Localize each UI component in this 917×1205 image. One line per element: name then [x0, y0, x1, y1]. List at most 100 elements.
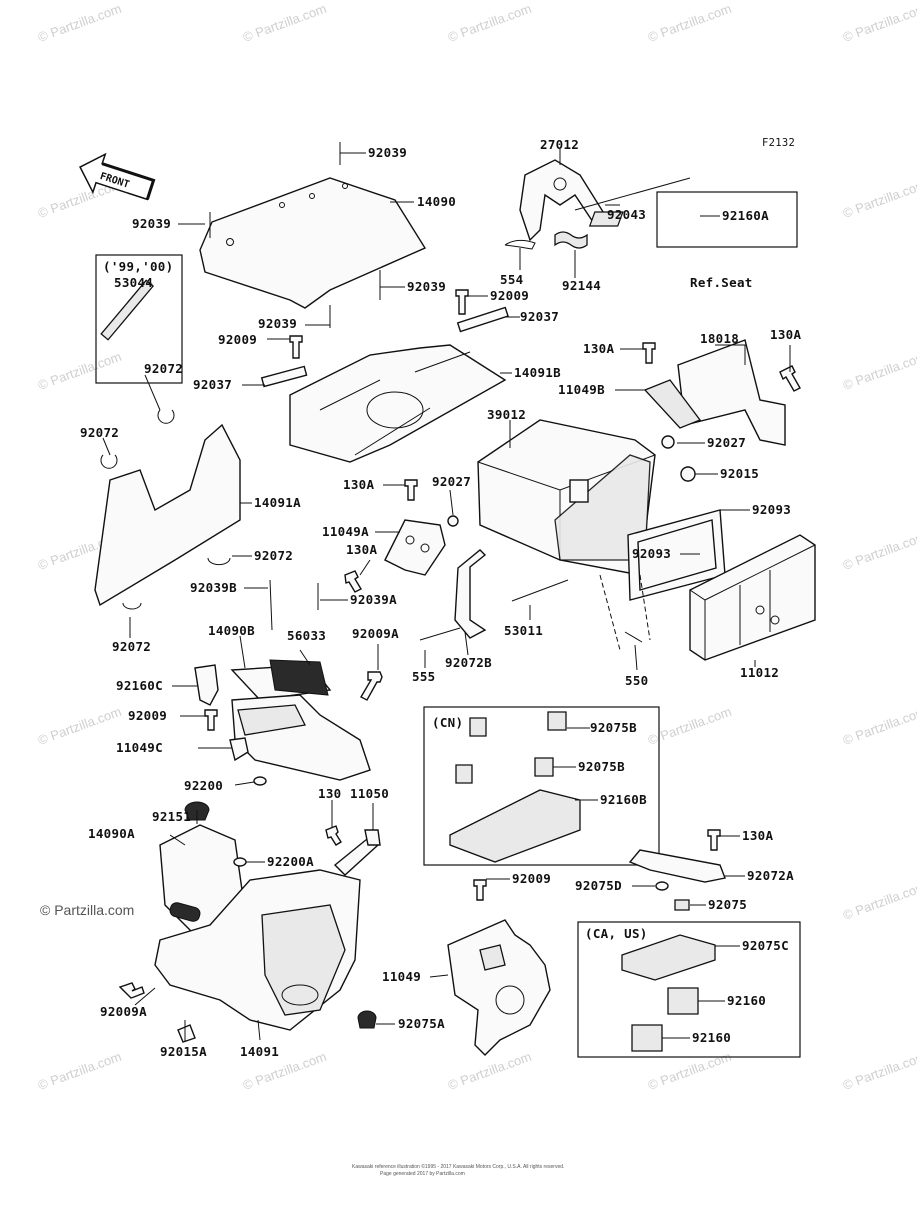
damper-92200A: [233, 857, 247, 867]
parts-drawings: [94, 142, 816, 1058]
block-92160: [667, 987, 699, 1015]
block-92075B: [455, 764, 473, 784]
part-label: 92043: [607, 207, 646, 222]
clip-92072: [157, 409, 175, 424]
front-arrow: FRONT: [79, 152, 156, 201]
grommet-92075A: [357, 1010, 377, 1029]
part-label: 92160: [727, 993, 766, 1008]
watermark: © Partzilla.com: [841, 879, 917, 923]
clip-92072: [207, 557, 231, 566]
rod-53044: [100, 279, 154, 341]
watermark: © Partzilla.com: [841, 704, 917, 748]
copyright-line1: Kawasaki reference illustration ©1995 - …: [352, 1163, 564, 1170]
stay-11049C: [229, 737, 249, 762]
bolt-130A: [779, 365, 801, 392]
bracket-92072B: [454, 549, 487, 639]
part-labels: 92039 14090 92039 53044 92039 92039 9200…: [80, 137, 801, 1059]
part-label: 11050: [350, 786, 389, 801]
block-92075B: [547, 711, 567, 731]
part-label: 14091B: [514, 365, 561, 380]
watermark: © Partzilla.com: [446, 1, 533, 45]
label-56033: [269, 659, 329, 696]
part-label: 92072B: [445, 655, 492, 670]
watermark: © Partzilla.com: [36, 349, 123, 393]
stay-11049B: [643, 379, 702, 429]
part-label: 11049: [382, 969, 421, 984]
part-label: 92009: [490, 288, 529, 303]
part-label: 92039: [258, 316, 297, 331]
watermark: © Partzilla.com: [241, 1, 328, 45]
clip-550: [624, 631, 643, 643]
part-label: 92009A: [100, 1004, 147, 1019]
bolt-92009: [289, 335, 303, 359]
clip-554: [504, 239, 536, 250]
part-label: 14091A: [254, 495, 301, 510]
part-label: 130A: [343, 477, 374, 492]
part-label: 14090B: [208, 623, 255, 638]
part-label: 92200A: [267, 854, 314, 869]
part-label: 53044: [114, 275, 153, 290]
part-label: 92039: [368, 145, 407, 160]
watermark: © Partzilla.com: [36, 1049, 123, 1093]
part-label: 92015: [720, 466, 759, 481]
part-label: 92072: [80, 425, 119, 440]
block-92160: [631, 1024, 663, 1052]
part-label: 130A: [583, 341, 614, 356]
strap-92037: [456, 306, 509, 333]
part-label: 92027: [432, 474, 471, 489]
block-92075B: [534, 757, 554, 777]
part-label: 14090A: [88, 826, 135, 841]
watermark: © Partzilla.com: [646, 1, 733, 45]
bolt-92009: [204, 709, 218, 731]
part-label: 92093: [752, 502, 791, 517]
ca-us-variant-box: [577, 921, 801, 1058]
part-label: 11049A: [322, 524, 369, 539]
bolt-92009: [473, 879, 487, 901]
part-label: 27012: [540, 137, 579, 152]
part-label: 11012: [740, 665, 779, 680]
part-label: 92093: [632, 546, 671, 561]
seat-base-plate-14090: [199, 177, 427, 309]
battery-case-tab: [569, 479, 589, 503]
year-variant-box: [95, 254, 183, 384]
spring-92144: [554, 231, 588, 249]
nut-92015: [680, 466, 696, 482]
latch-bracket-27012: [519, 159, 606, 242]
watermark: © Partzilla.com: [446, 1049, 533, 1093]
part-label: 550: [625, 673, 648, 688]
part-label: 92160C: [116, 678, 163, 693]
bolt-130A: [642, 342, 656, 364]
part-label: 92075D: [575, 878, 622, 893]
part-label: 130A: [770, 327, 801, 342]
ref-seat-caption: Ref.Seat: [690, 275, 753, 290]
part-label: 92039: [407, 279, 446, 294]
clip-92072: [100, 454, 118, 469]
label-92160A: [588, 211, 624, 227]
watermark: © Partzilla.com: [841, 1049, 917, 1093]
label-92160C: [194, 664, 219, 706]
part-label: 92027: [707, 435, 746, 450]
part-label: 130A: [346, 542, 377, 557]
part-label: 92160B: [600, 792, 647, 807]
years-caption: ('99,'00): [103, 259, 173, 274]
part-label: 92144: [562, 278, 601, 293]
watermark: © Partzilla.com: [646, 1049, 733, 1093]
part-label: 92075A: [398, 1016, 445, 1031]
part-label: 11049C: [116, 740, 163, 755]
part-label: 130A: [742, 828, 773, 843]
cn-caption: (CN): [432, 715, 463, 730]
part-label: 92039: [132, 216, 171, 231]
diagram-code: F2132: [762, 137, 795, 149]
part-label: 130: [318, 786, 341, 801]
ca-us-caption: (CA, US): [585, 926, 648, 941]
mat-14091B: [289, 344, 507, 463]
cover-14091A: [94, 423, 241, 607]
pin-555: [419, 627, 461, 641]
bolt-92009A: [118, 982, 145, 999]
tool-kit-92160B: [449, 789, 581, 863]
part-label: 14091: [240, 1044, 279, 1059]
part-label: 92039A: [350, 592, 397, 607]
part-label: 92200: [184, 778, 223, 793]
clip-92072: [122, 602, 142, 610]
